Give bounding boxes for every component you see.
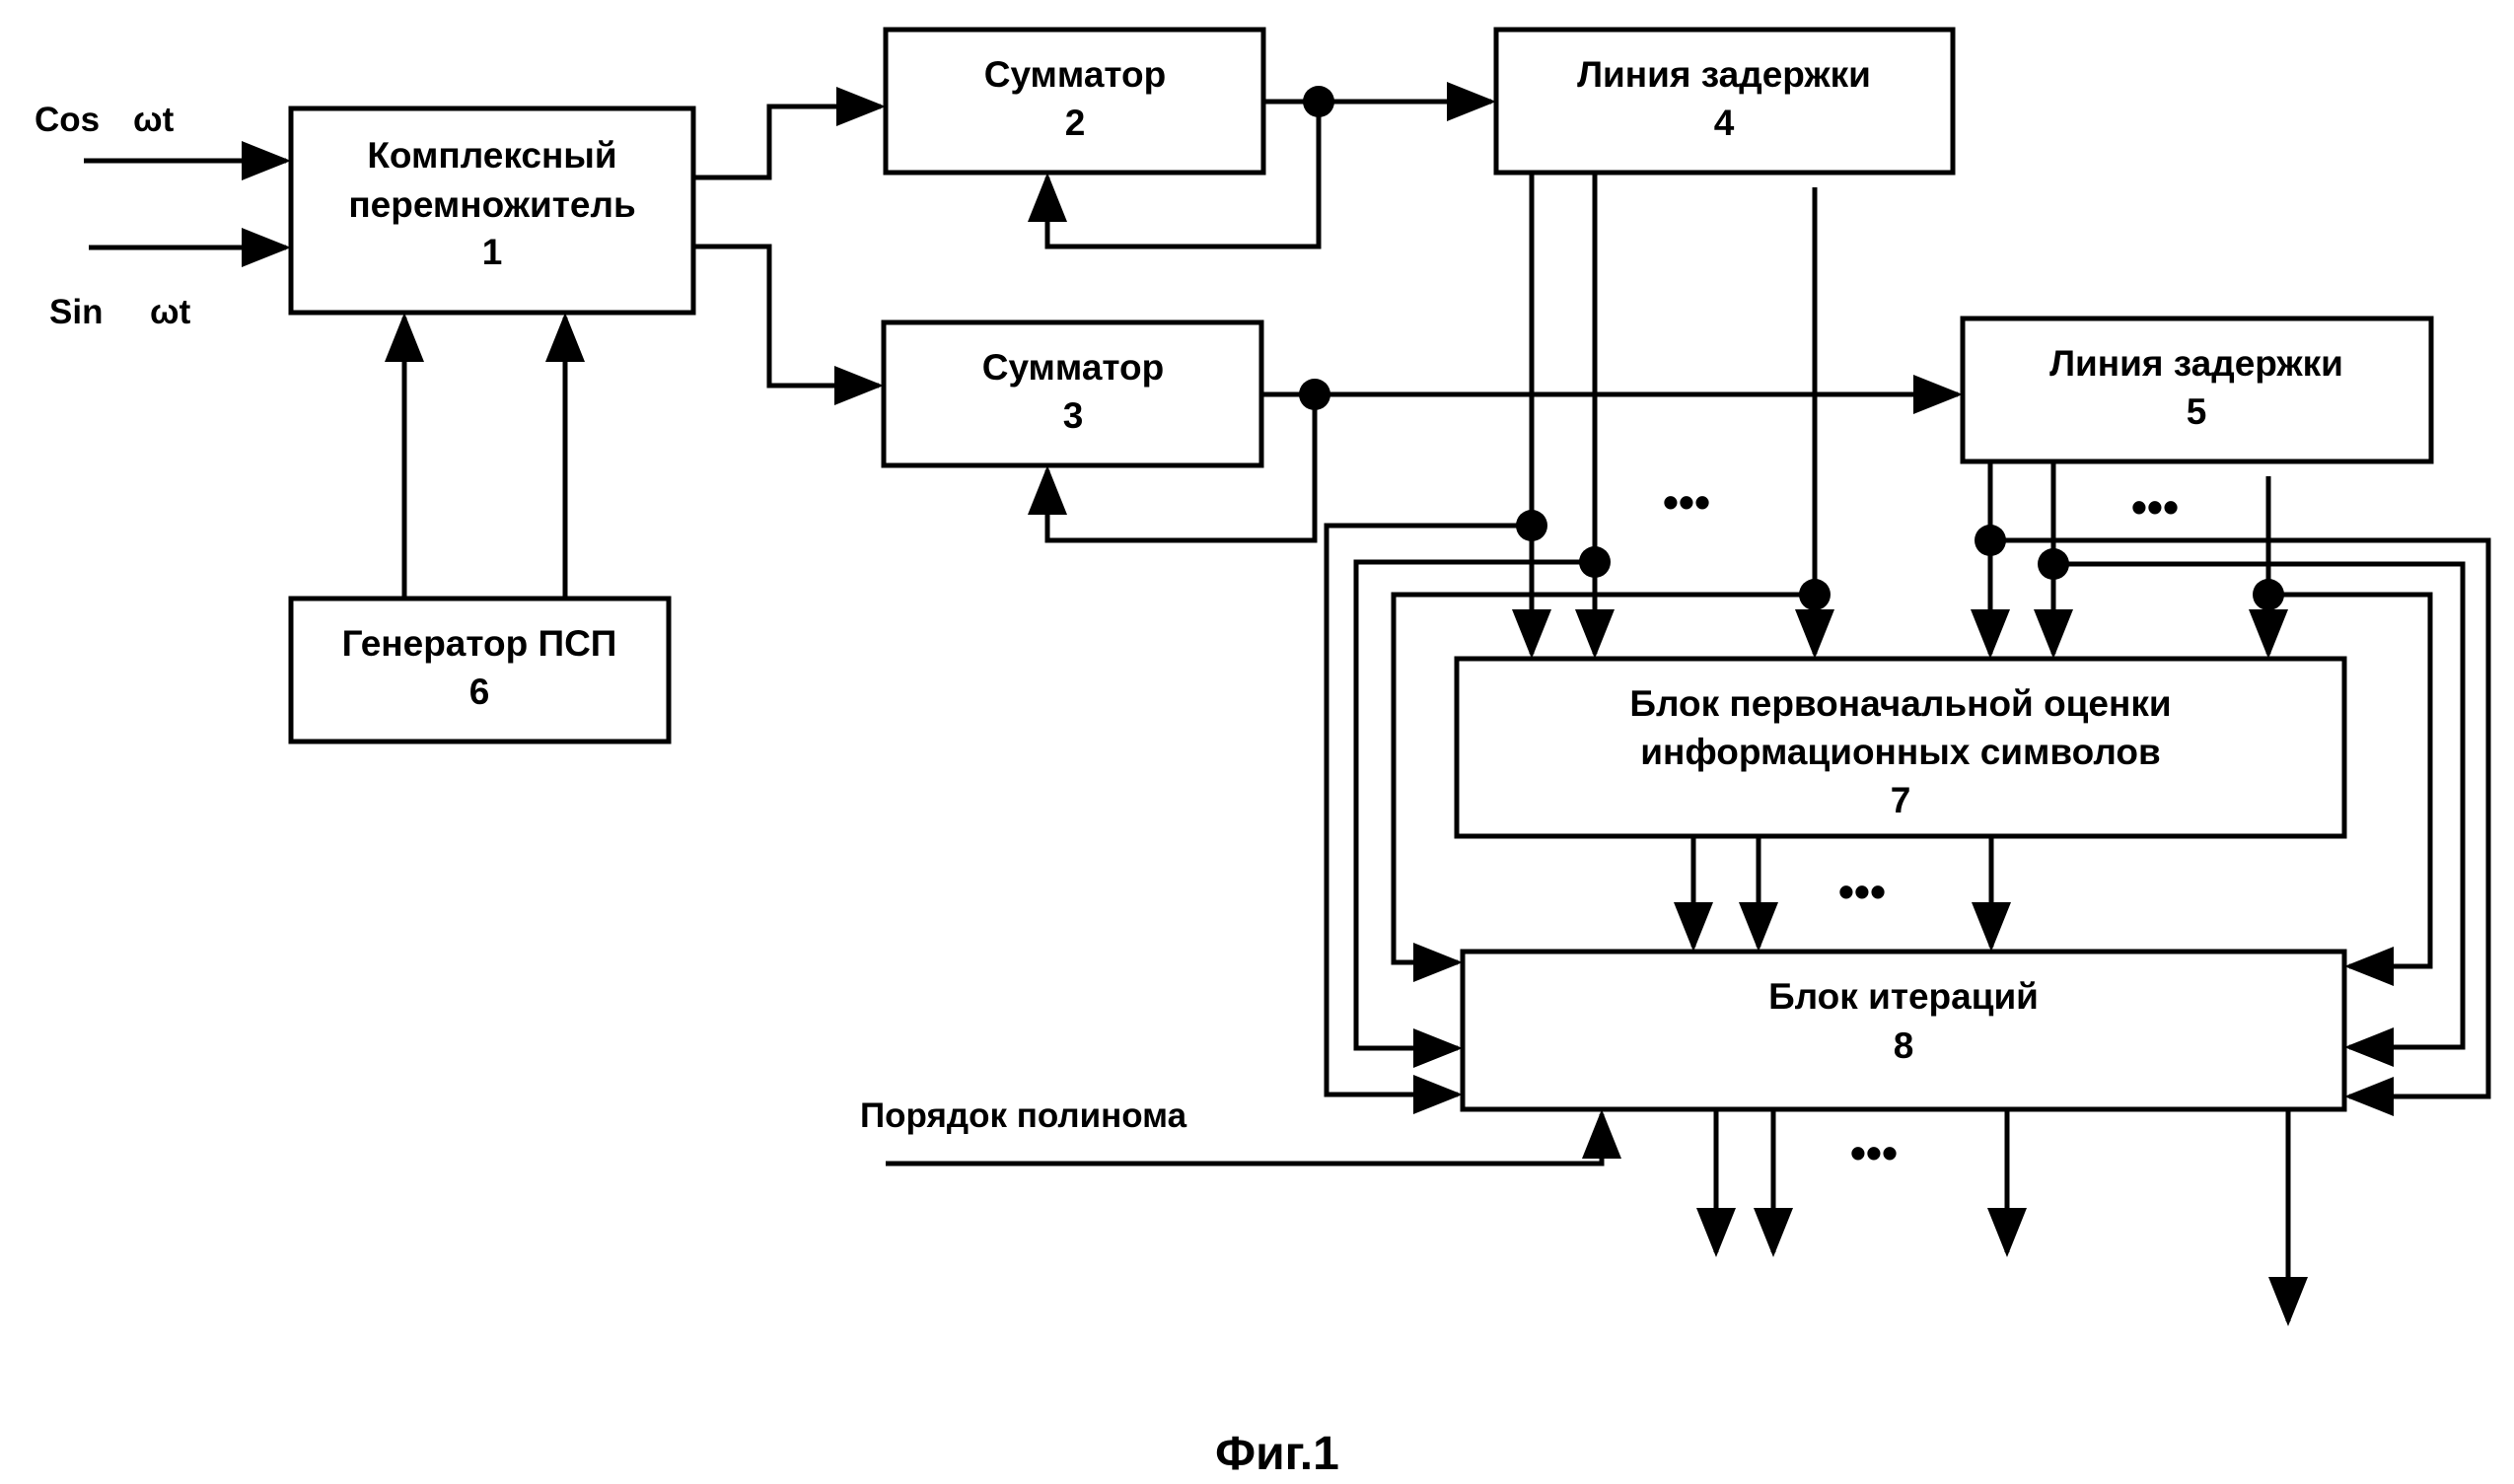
initial-estimation-number: 7 (1891, 780, 1911, 820)
delay-line-4-number: 4 (1714, 103, 1735, 143)
initial-estimation-label-2: информационных символов (1640, 732, 2160, 772)
iteration-block-number: 8 (1894, 1025, 1914, 1066)
polynomial-order-label: Порядок полинома (860, 1096, 1187, 1135)
ellipsis-block-8-outputs: ••• (1850, 1127, 1898, 1178)
adder-3-block: Сумматор 3 (884, 322, 1261, 465)
omega-t-label-sin: ωt (150, 293, 191, 331)
adder-2-number: 2 (1065, 103, 1086, 143)
iteration-block: Блок итераций 8 (1463, 952, 2344, 1109)
initial-estimation-label-1: Блок первоначальной оценки (1629, 683, 2171, 724)
delay-line-4-block: Линия задержки 4 (1496, 30, 1953, 173)
delay-line-4-label: Линия задержки (1577, 54, 1871, 95)
delay-line-5-number: 5 (2187, 391, 2207, 432)
figure-caption: Фиг.1 (1215, 1428, 1339, 1480)
complex-multiplier-block: Комплексный перемножитель 1 (291, 108, 693, 313)
complex-multiplier-label-1: Комплексный (367, 135, 616, 176)
complex-multiplier-label-2: перемножитель (348, 184, 635, 225)
delay-line-5-label: Линия задержки (2049, 343, 2343, 384)
ellipsis-delay-4: ••• (1663, 476, 1710, 528)
delay-line-5-block: Линия задержки 5 (1963, 318, 2431, 461)
adder-2-block: Сумматор 2 (886, 30, 1263, 173)
adder-2-label: Сумматор (984, 54, 1166, 95)
ellipsis-delay-5: ••• (2131, 481, 2179, 532)
omega-t-label-cos: ωt (133, 101, 175, 139)
ellipsis-block-7-outputs: ••• (1838, 866, 1886, 917)
adder-3-number: 3 (1063, 395, 1084, 436)
adder-3-label: Сумматор (982, 347, 1164, 388)
prs-generator-block: Генератор ПСП 6 (291, 599, 669, 742)
iteration-block-label: Блок итераций (1768, 976, 2039, 1017)
cos-label: Cos (35, 101, 100, 139)
sin-label: Sin (49, 293, 103, 331)
complex-multiplier-number: 1 (482, 232, 503, 272)
prs-generator-label: Генератор ПСП (342, 623, 617, 664)
prs-generator-number: 6 (469, 671, 490, 712)
initial-estimation-block: Блок первоначальной оценки информационны… (1457, 659, 2344, 836)
